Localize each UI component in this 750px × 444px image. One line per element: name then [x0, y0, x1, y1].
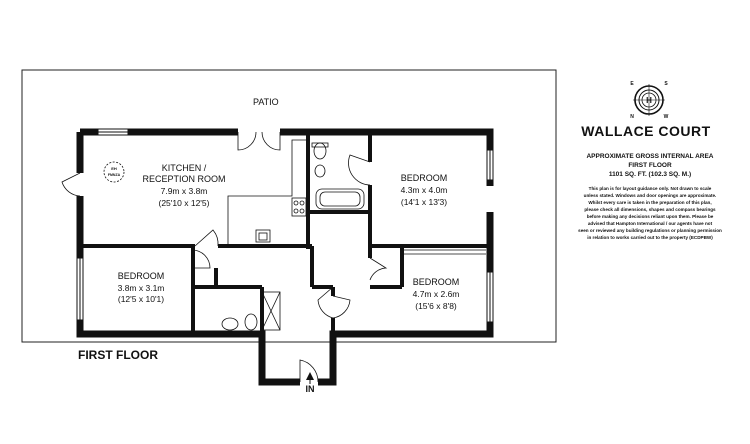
bedroom-top-right-metric: 4.3m x 4.0m: [401, 185, 448, 195]
room-bedroom-top-right: BEDROOM 4.3m x 4.0m (14'1 x 13'3): [401, 173, 448, 207]
disclaimer-line: in relation to works carried out to the …: [587, 235, 713, 240]
side-panel: H E S N W WALLACE COURT APPROXIMATE GROS…: [578, 81, 722, 240]
room-bedroom-left: BEDROOM 3.8m x 3.1m (12'5 x 10'1): [118, 271, 165, 304]
badge-line2: FMNZA: [108, 173, 121, 177]
disclaimer-line: please check all dimensions, shapes and …: [584, 207, 716, 212]
storage-cupboard: [404, 249, 486, 255]
entrance-marker: IN: [306, 372, 315, 394]
compass-west: W: [664, 114, 669, 120]
disclaimer-line: Whilst every care is taken in the prepar…: [588, 200, 711, 205]
area-line3: 1101 SQ. FT. (102.3 SQ. M.): [609, 171, 691, 178]
kitchen-imperial: (25'10 x 12'5): [159, 198, 210, 208]
compass-north: N: [630, 114, 634, 120]
kitchen-name-line1: KITCHEN /: [162, 163, 207, 173]
disclaimer: This plan is for layout guidance only. N…: [578, 186, 722, 240]
area-line2: FIRST FLOOR: [628, 162, 672, 169]
disclaimer-line: seen or reviewed any building regulation…: [578, 228, 722, 233]
badge: EH FMNZA: [103, 161, 125, 183]
internal-walls: [80, 132, 490, 334]
bedroom-left-imperial: (12'5 x 10'1): [118, 294, 164, 304]
door-swings: [61, 131, 388, 383]
entrance-label: IN: [306, 384, 315, 394]
disclaimer-line: unless stated. Windows and door openings…: [584, 193, 717, 198]
compass-south: S: [664, 81, 668, 87]
compass-icon: H E S N W: [630, 81, 668, 120]
patio-label: PATIO: [253, 97, 279, 107]
bedroom-left-metric: 3.8m x 3.1m: [118, 283, 165, 293]
bedroom-top-right-name: BEDROOM: [401, 173, 448, 183]
room-bedroom-bottom-right: BEDROOM 4.7m x 2.6m (15'6 x 8'8): [413, 277, 460, 311]
bedroom-top-right-imperial: (14'1 x 13'3): [401, 197, 447, 207]
patio-area: [21, 69, 557, 343]
windows: [76, 128, 494, 323]
bedroom-left-name: BEDROOM: [118, 271, 165, 281]
floor-label: FIRST FLOOR: [78, 348, 158, 362]
building-name: WALLACE COURT: [581, 123, 710, 139]
compass-center: H: [646, 96, 652, 105]
bedroom-bottom-right-metric: 4.7m x 2.6m: [413, 289, 460, 299]
kitchen-units: [227, 139, 308, 246]
bedroom-bottom-right-name: BEDROOM: [413, 277, 460, 287]
bedroom-bottom-right-imperial: (15'6 x 8'8): [415, 301, 457, 311]
disclaimer-line: This plan is for layout guidance only. N…: [589, 186, 712, 191]
area-line1: APPROXIMATE GROSS INTERNAL AREA: [586, 153, 713, 160]
bathroom-fittings: [311, 142, 365, 210]
room-kitchen: KITCHEN / RECEPTION ROOM 7.9m x 3.8m (25…: [142, 163, 225, 208]
disclaimer-line: before making any decisions reliant upon…: [587, 214, 714, 219]
badge-line1: EH: [111, 166, 117, 171]
external-walls: [76, 128, 494, 386]
ensuite-fittings: [221, 291, 281, 331]
kitchen-name-line2: RECEPTION ROOM: [142, 174, 225, 184]
kitchen-metric: 7.9m x 3.8m: [161, 186, 208, 196]
compass-east: E: [630, 81, 634, 87]
disclaimer-line: advised that Hampton International / our…: [588, 221, 713, 226]
